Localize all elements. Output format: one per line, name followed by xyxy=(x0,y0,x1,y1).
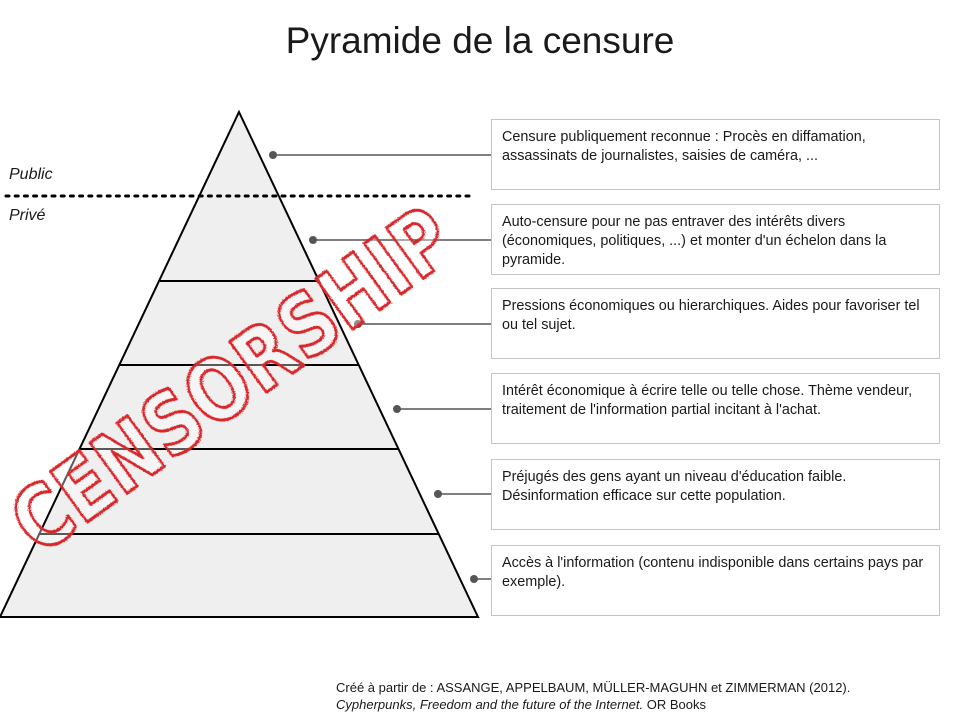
level-text: Censure publiquement reconnue : Procès e… xyxy=(502,129,866,164)
level-text: Accès à l'information (contenu indisponi… xyxy=(502,555,924,590)
level-box-3: Pressions économiques ou hierarchiques. … xyxy=(491,288,940,359)
connector-4 xyxy=(393,405,491,413)
page-title: Pyramide de la censure xyxy=(285,20,675,61)
level-text: Pressions économiques ou hierarchiques. … xyxy=(502,298,920,333)
level-text: Intérêt économique à écrire telle ou tel… xyxy=(502,383,913,418)
level-box-5: Préjugés des gens ayant un niveau d'éduc… xyxy=(491,459,940,530)
citation: Créé à partir de : ASSANGE, APPELBAUM, M… xyxy=(336,679,850,713)
level-box-6: Accès à l'information (contenu indisponi… xyxy=(491,545,940,616)
level-box-4: Intérêt économique à écrire telle ou tel… xyxy=(491,373,940,444)
citation-prefix: Créé à partir de : ASSANGE, APPELBAUM, M… xyxy=(336,680,851,695)
connector-2 xyxy=(309,236,491,244)
connector-3 xyxy=(354,320,491,328)
connector-5 xyxy=(434,490,491,498)
level-box-2: Auto-censure pour ne pas entraver des in… xyxy=(491,204,940,275)
connector-6 xyxy=(470,575,491,583)
zone-label-private: Privé xyxy=(9,207,46,224)
level-text: Auto-censure pour ne pas entraver des in… xyxy=(502,214,887,268)
citation-book-title: Cypherpunks, Freedom and the future of t… xyxy=(336,697,644,712)
connector-1 xyxy=(269,151,491,159)
level-text: Préjugés des gens ayant un niveau d'éduc… xyxy=(502,469,847,504)
citation-second-line: Cypherpunks, Freedom and the future of t… xyxy=(336,696,850,713)
citation-publisher: OR Books xyxy=(643,697,706,712)
level-box-1: Censure publiquement reconnue : Procès e… xyxy=(491,119,940,190)
zone-label-public: Public xyxy=(9,166,53,183)
